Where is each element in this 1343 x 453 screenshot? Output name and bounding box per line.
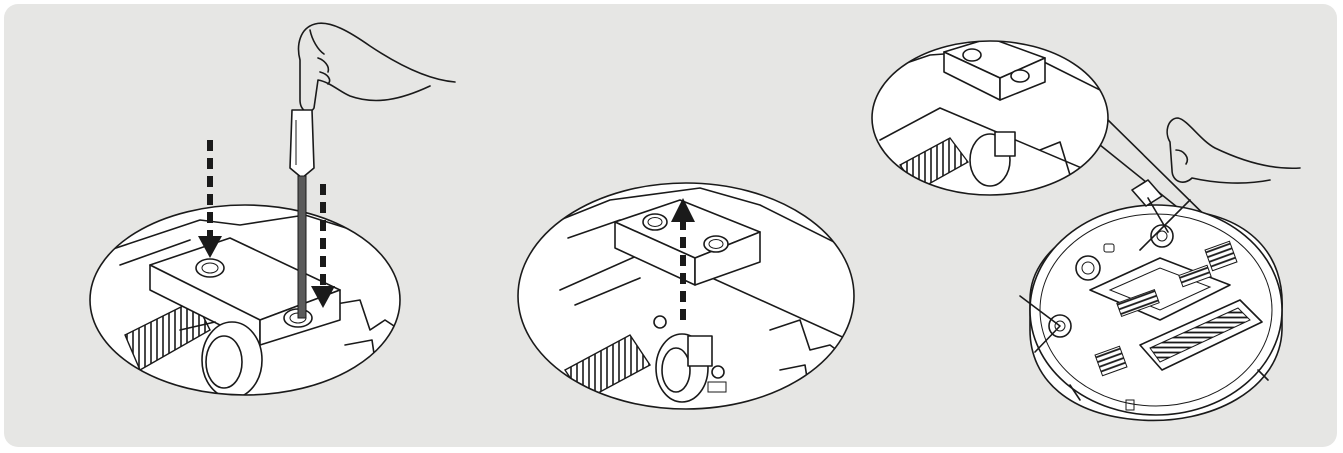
step-1-insert-screwdriver bbox=[90, 23, 455, 398]
hand-icon bbox=[299, 23, 455, 111]
step-1-magnified-view bbox=[90, 205, 400, 398]
step-2-lift-block bbox=[518, 183, 860, 410]
down-arrow-left bbox=[198, 140, 222, 258]
step-3-magnified-view bbox=[872, 38, 1110, 195]
small-hand-icon bbox=[1132, 118, 1300, 232]
step-3-robot-overview bbox=[872, 38, 1300, 420]
